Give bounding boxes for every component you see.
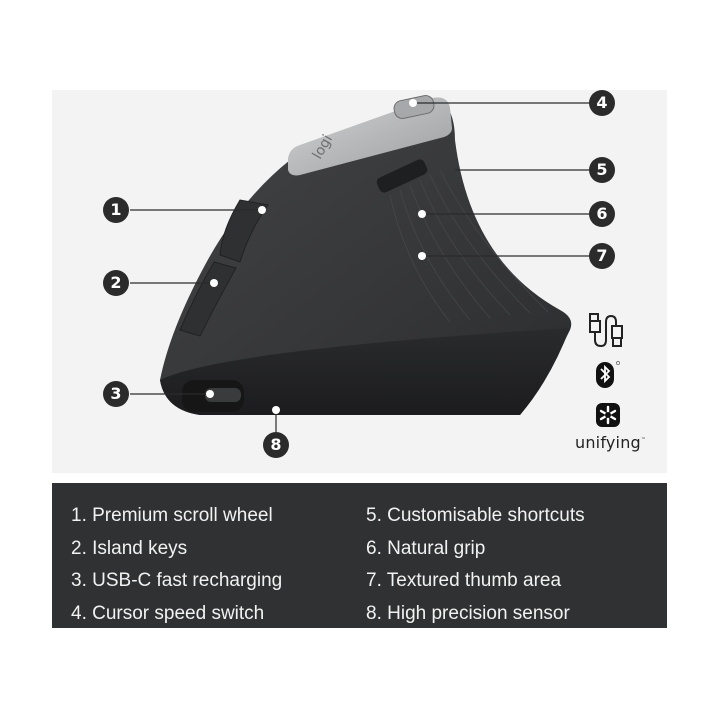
callout-5: 5: [589, 157, 615, 183]
features-list-right: 5. Customisable shortcuts 6. Natural gri…: [366, 500, 585, 630]
callout-3: 3: [103, 381, 129, 407]
feature-item: 3. USB-C fast recharging: [71, 570, 283, 591]
feature-item: 8. High precision sensor: [366, 602, 570, 624]
callout-4: 4: [589, 90, 615, 116]
feature-item: 7. Textured thumb area: [366, 570, 562, 591]
bluetooth-icon: [596, 361, 620, 388]
feature-item: 5. Customisable shortcuts: [366, 505, 585, 526]
features-panel: [52, 483, 667, 628]
feature-item: 4. Cursor speed switch: [71, 602, 265, 624]
callout-2: 2: [103, 270, 129, 296]
feature-item: 6. Natural grip: [366, 537, 486, 559]
unifying-label: unifying™: [575, 433, 647, 452]
unifying-receiver-icon: [596, 403, 620, 427]
callout-1: 1: [103, 197, 129, 223]
feature-item: 1. Premium scroll wheel: [71, 505, 273, 526]
features-list-left: 1. Premium scroll wheel 2. Island keys 3…: [71, 500, 282, 630]
callout-7: 7: [589, 243, 615, 269]
usb-c-cable-icon: [589, 313, 623, 348]
callout-8: 8: [263, 432, 289, 458]
feature-item: 2. Island keys: [71, 537, 188, 559]
callout-6: 6: [589, 201, 615, 227]
